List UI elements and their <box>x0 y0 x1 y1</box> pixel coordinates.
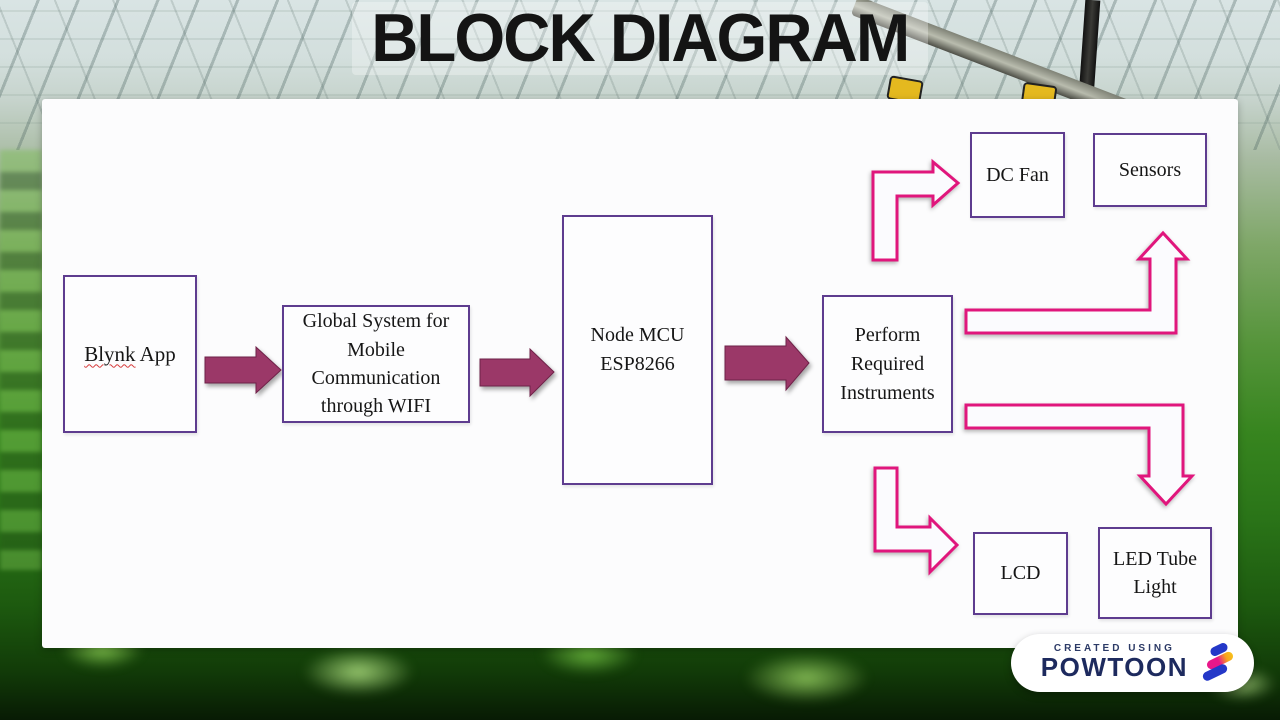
plant-rows-background <box>0 150 42 570</box>
powtoon-brand-label: POWTOON <box>1040 651 1188 682</box>
node-blynk-app: Blynk App <box>63 275 197 433</box>
powtoon-badge: CREATED USING POWTOON <box>1010 634 1254 692</box>
page-title: BLOCK DIAGRAM <box>352 2 928 76</box>
node-label: Sensors <box>1118 158 1182 181</box>
node-label: LED Tube Light <box>1113 548 1197 598</box>
node-label: Blynk App <box>84 342 176 367</box>
node-gsm-wifi: Global System for Mobile Communication t… <box>282 305 470 423</box>
blynk-word: Blynk <box>84 341 136 366</box>
node-led-tube-light: LED Tube Light <box>1098 527 1212 619</box>
title-bar: BLOCK DIAGRAM <box>0 2 1280 76</box>
node-label: Node MCU ESP8266 <box>590 324 685 375</box>
powtoon-stripes-icon <box>1198 641 1240 683</box>
node-sensors: Sensors <box>1093 133 1207 207</box>
node-label: Global System for Mobile Communication t… <box>302 310 450 418</box>
node-lcd: LCD <box>973 532 1068 615</box>
node-label: LCD <box>1000 562 1041 584</box>
node-dc-fan: DC Fan <box>970 132 1065 218</box>
node-perform-required-instruments: Perform Required Instruments <box>822 295 953 433</box>
powtoon-badge-text: CREATED USING POWTOON <box>1041 643 1188 681</box>
node-label: DC Fan <box>986 163 1049 186</box>
node-nodemcu-esp8266: Node MCU ESP8266 <box>562 215 713 485</box>
app-word: App <box>139 341 176 366</box>
node-label: Perform Required Instruments <box>840 323 935 404</box>
created-using-label: CREATED USING <box>1053 642 1175 654</box>
